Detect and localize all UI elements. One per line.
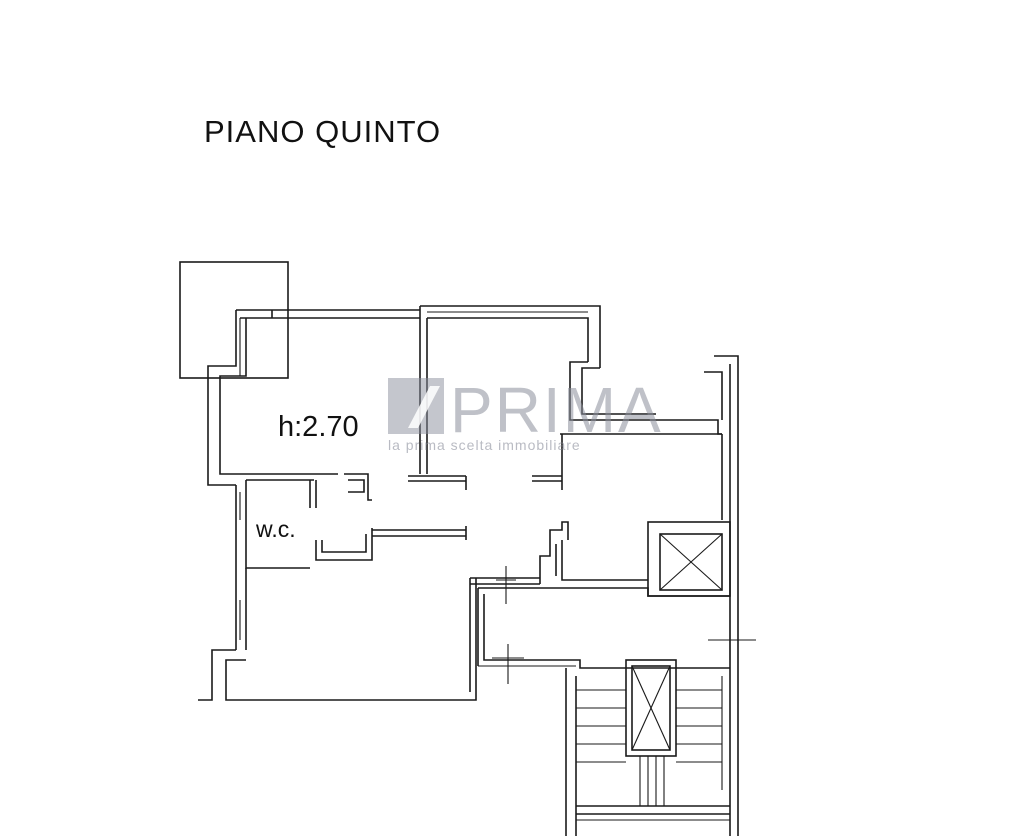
watermark-brand: PRIMA: [450, 374, 663, 446]
lower-room: [198, 577, 540, 701]
elevator-shaft-upper: [647, 521, 731, 597]
steps: [496, 521, 648, 604]
outer-walls: [207, 305, 739, 836]
staircase: [565, 668, 730, 836]
ceiling-height-label: h:2.70: [278, 411, 359, 443]
balcony: [179, 261, 289, 379]
watermark-logo-slash: [408, 386, 440, 428]
watermark: PRIMA la prima scelta immobiliare: [388, 374, 663, 453]
floor-title: PIANO QUINTO: [204, 114, 442, 149]
elevator-shaft-lower: [625, 659, 677, 806]
wc-label: w.c.: [255, 516, 296, 542]
watermark-tagline: la prima scelta immobiliare: [388, 437, 581, 453]
landing: [477, 587, 756, 684]
interior-walls: [235, 473, 562, 650]
